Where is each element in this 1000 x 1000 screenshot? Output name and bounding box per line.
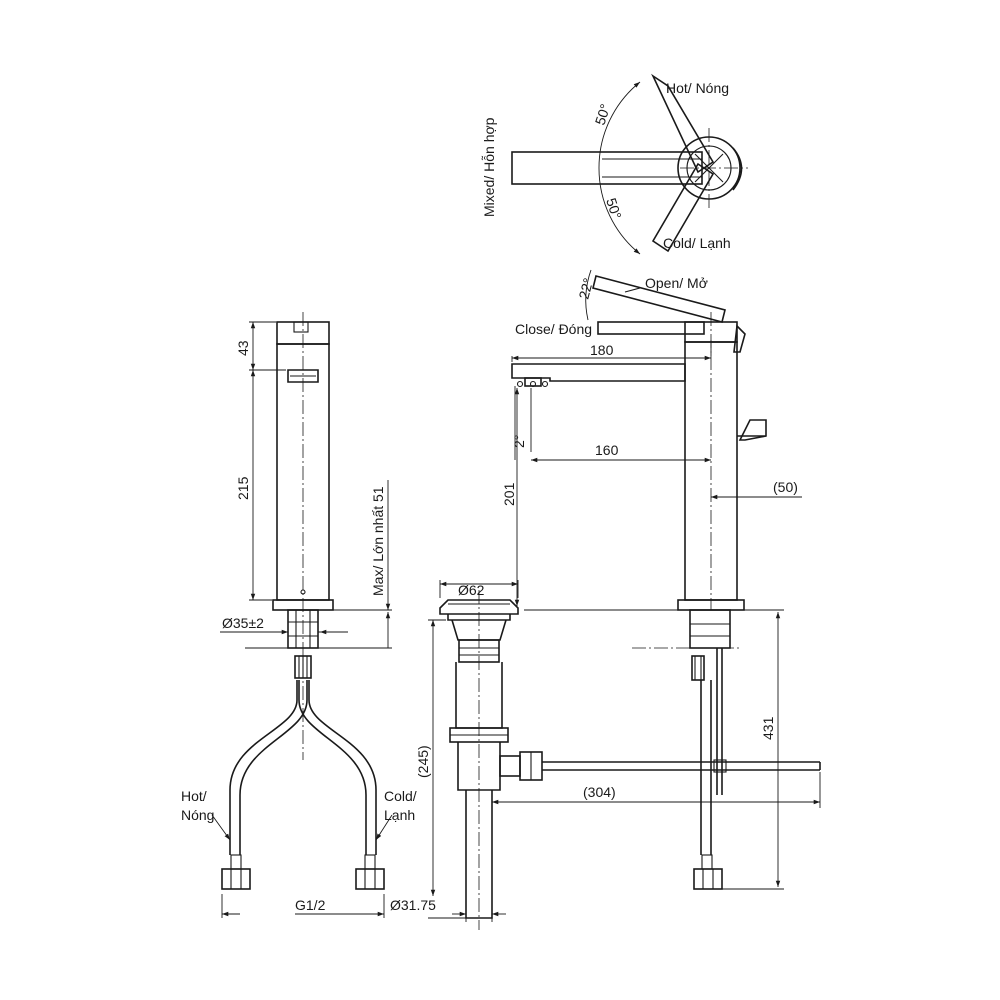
label-angle-hot: 50° <box>592 102 614 127</box>
label-hot-line1: Hot/ <box>181 788 207 804</box>
front-view <box>211 312 393 918</box>
drain-knob <box>738 419 767 441</box>
label-dim-215: 215 <box>235 476 251 500</box>
label-dia-3175: Ø31.75 <box>390 897 436 913</box>
handle-hot <box>651 73 715 174</box>
label-max-51: Max/ Lớn nhất 51 <box>370 486 386 596</box>
label-cold-line2: Lạnh <box>384 807 415 823</box>
label-dim-43: 43 <box>235 340 251 356</box>
labels: Hot/ Nóng Mixed/ Hỗn hợp Cold/ Lạnh 50° … <box>181 80 798 913</box>
label-hot-line2: Nóng <box>181 807 214 823</box>
handle-cold <box>651 162 715 253</box>
top-view <box>511 73 748 255</box>
label-cold-line1: Cold/ <box>384 788 417 804</box>
side-view <box>511 269 802 890</box>
label-g12: G1/2 <box>295 897 326 913</box>
label-dim-431: 431 <box>760 716 776 740</box>
label-cold-top: Cold/ Lạnh <box>663 235 731 251</box>
label-dim-245: (245) <box>415 745 431 778</box>
label-close: Close/ Đóng <box>515 321 592 337</box>
label-dim-180: 180 <box>590 342 614 358</box>
label-angle-lift: 22° <box>575 276 596 301</box>
drain-cap <box>439 599 519 615</box>
label-mixed: Mixed/ Hỗn hợp <box>481 117 497 217</box>
label-dim-304: (304) <box>583 784 616 800</box>
label-dim-201: 201 <box>501 482 517 506</box>
lever-close <box>597 321 705 335</box>
spout <box>511 363 686 382</box>
label-angle-cold: 50° <box>603 196 625 221</box>
cold-hose <box>308 680 377 855</box>
label-dim-50: (50) <box>773 479 798 495</box>
label-open: Open/ Mở <box>645 275 708 291</box>
label-angle-spout: 2° <box>511 435 527 448</box>
pop-up-drain <box>428 580 821 930</box>
label-dia-62: Ø62 <box>458 582 485 598</box>
hot-hose <box>229 680 298 855</box>
label-hot-top: Hot/ Nóng <box>666 80 729 96</box>
label-dim-160: 160 <box>595 442 619 458</box>
handle-mixed <box>511 151 703 185</box>
label-dia-35: Ø35±2 <box>222 615 264 631</box>
